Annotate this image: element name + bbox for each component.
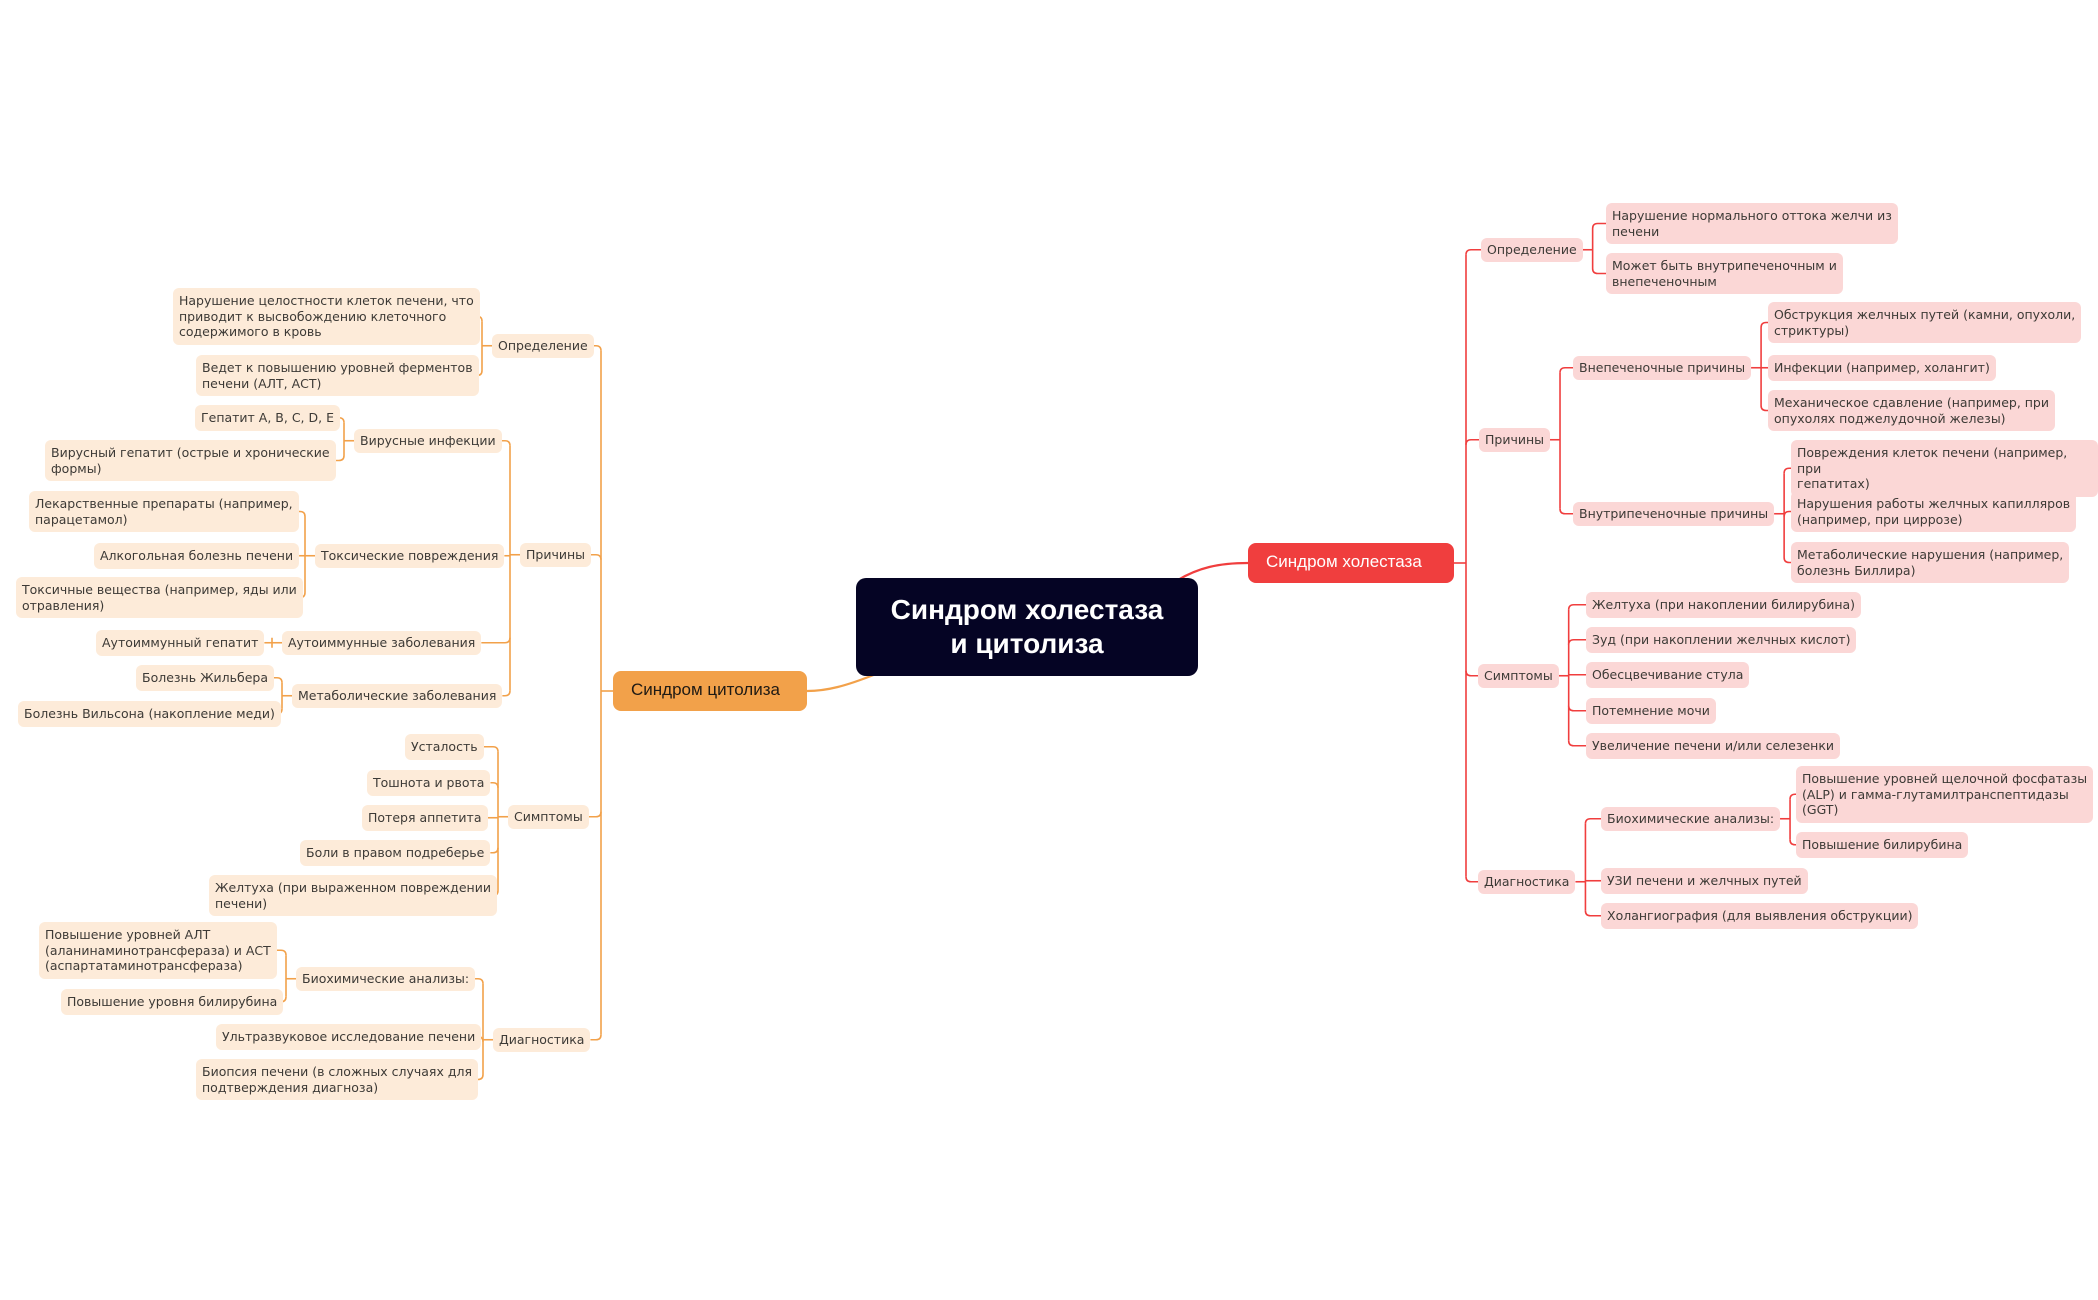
chol-intra-item[interactable]: Нарушения работы желчных капилляров (нап… xyxy=(1791,491,2077,532)
chol-symptom-item[interactable]: Обесцвечивание стула xyxy=(1586,662,1750,688)
cyto-viral-item[interactable]: Гепатит A, B, C, D, E xyxy=(195,405,340,431)
branch-cholestasis[interactable]: Синдром холестаза xyxy=(1248,543,1454,583)
cyto-diag-item[interactable]: Ультразвуковое исследование печени xyxy=(216,1024,482,1050)
chol-biochem[interactable]: Биохимические анализы: xyxy=(1601,807,1781,831)
cyto-metabolic[interactable]: Метаболические заболевания xyxy=(292,684,503,708)
chol-symptom-item[interactable]: Увеличение печени и/или селезенки xyxy=(1586,733,1841,759)
cyto-autoimmune[interactable]: Аутоиммунные заболевания xyxy=(282,631,482,655)
cyto-causes[interactable]: Причины xyxy=(520,543,592,567)
cyto-symptom-item[interactable]: Желтуха (при выраженном повреждении пече… xyxy=(209,875,497,916)
root-topic[interactable]: Синдром холестаза и цитолиза xyxy=(856,578,1198,676)
chol-diag-item[interactable]: Холангиография (для выявления обструкции… xyxy=(1601,903,1919,929)
chol-symptom-item[interactable]: Желтуха (при накоплении билирубина) xyxy=(1586,592,1862,618)
cyto-autoimmune-item[interactable]: Аутоиммунный гепатит xyxy=(96,630,265,656)
chol-symptom-item[interactable]: Зуд (при накоплении желчных кислот) xyxy=(1586,627,1857,653)
chol-biochem-item[interactable]: Повышение уровней щелочной фосфатазы (AL… xyxy=(1796,766,2094,823)
chol-symptom-item[interactable]: Потемнение мочи xyxy=(1586,698,1716,724)
cyto-definition-item[interactable]: Нарушение целостности клеток печени, что… xyxy=(173,288,480,345)
chol-extra-item[interactable]: Механическое сдавление (например, при оп… xyxy=(1768,390,2055,431)
cyto-viral-item[interactable]: Вирусный гепатит (острые и хронические ф… xyxy=(45,440,336,481)
cyto-toxic-item[interactable]: Лекарственные препараты (например, парац… xyxy=(29,491,299,532)
cyto-metabolic-item[interactable]: Болезнь Вильсона (накопление меди) xyxy=(18,701,281,727)
cyto-symptoms[interactable]: Симптомы xyxy=(508,805,589,829)
chol-causes[interactable]: Причины xyxy=(1479,428,1551,452)
chol-definition-item[interactable]: Может быть внутрипеченочным и внепеченоч… xyxy=(1606,253,1843,294)
chol-intra-item[interactable]: Метаболические нарушения (например, боле… xyxy=(1791,542,2070,583)
chol-diagnostics[interactable]: Диагностика xyxy=(1478,870,1576,894)
cyto-metabolic-item[interactable]: Болезнь Жильбера xyxy=(136,665,275,691)
chol-intrahepatic[interactable]: Внутрипеченочные причины xyxy=(1573,502,1775,526)
chol-extrahepatic[interactable]: Внепеченочные причины xyxy=(1573,356,1752,380)
cyto-toxic-item[interactable]: Алкогольная болезнь печени xyxy=(94,543,300,569)
branch-cytolysis[interactable]: Синдром цитолиза xyxy=(613,671,807,711)
chol-extra-item[interactable]: Инфекции (например, холангит) xyxy=(1768,355,1996,381)
cyto-symptom-item[interactable]: Усталость xyxy=(405,734,484,760)
cyto-viral[interactable]: Вирусные инфекции xyxy=(354,429,502,453)
chol-biochem-item[interactable]: Повышение билирубина xyxy=(1796,832,1969,858)
chol-diag-item[interactable]: УЗИ печени и желчных путей xyxy=(1601,868,1808,894)
chol-intra-item[interactable]: Повреждения клеток печени (например, при… xyxy=(1791,440,2098,497)
chol-definition[interactable]: Определение xyxy=(1481,238,1583,262)
chol-definition-item[interactable]: Нарушение нормального оттока желчи из пе… xyxy=(1606,203,1898,244)
cyto-toxic-item[interactable]: Токсичные вещества (например, яды или от… xyxy=(16,577,303,618)
cyto-diag-item[interactable]: Биопсия печени (в сложных случаях для по… xyxy=(196,1059,478,1100)
cyto-symptom-item[interactable]: Потеря аппетита xyxy=(362,805,488,831)
cyto-biochem[interactable]: Биохимические анализы: xyxy=(296,967,476,991)
cyto-diagnostics[interactable]: Диагностика xyxy=(493,1028,591,1052)
chol-symptoms[interactable]: Симптомы xyxy=(1478,664,1559,688)
cyto-definition[interactable]: Определение xyxy=(492,334,594,358)
cyto-biochem-item[interactable]: Повышение уровня билирубина xyxy=(61,989,284,1015)
cyto-symptom-item[interactable]: Тошнота и рвота xyxy=(367,770,491,796)
chol-extra-item[interactable]: Обструкция желчных путей (камни, опухоли… xyxy=(1768,302,2082,343)
cyto-symptom-item[interactable]: Боли в правом подреберье xyxy=(300,840,491,866)
cyto-biochem-item[interactable]: Повышение уровней АЛТ (аланинаминотрансф… xyxy=(39,922,277,979)
cyto-toxic[interactable]: Токсические повреждения xyxy=(315,544,505,568)
cyto-definition-item[interactable]: Ведет к повышению уровней ферментов пече… xyxy=(196,355,479,396)
